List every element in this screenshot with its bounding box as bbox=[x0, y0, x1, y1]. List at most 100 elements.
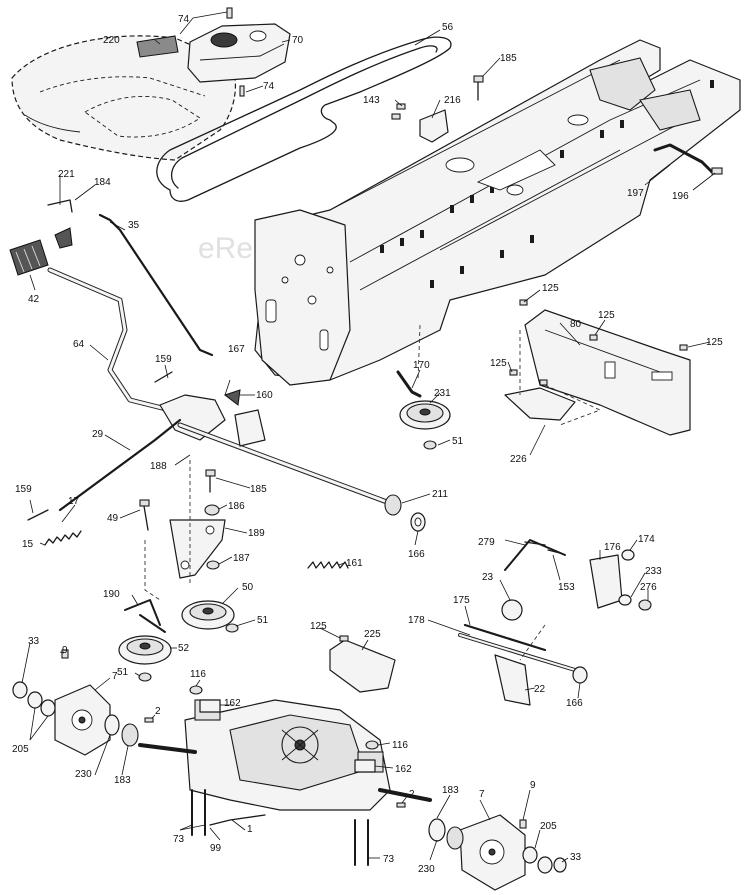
callout-216: 216 bbox=[444, 95, 461, 106]
spacer-186-part bbox=[204, 504, 220, 516]
hub-7a-part bbox=[54, 684, 111, 756]
callout-143: 143 bbox=[363, 95, 380, 106]
callout-190: 190 bbox=[103, 589, 120, 600]
callout-153: 153 bbox=[558, 582, 575, 593]
callout-64: 64 bbox=[73, 339, 85, 350]
callout-7: 7 bbox=[479, 789, 485, 800]
transaxle-part bbox=[138, 699, 432, 811]
shaft-175-part bbox=[463, 623, 547, 652]
callout-125: 125 bbox=[598, 310, 615, 321]
rod-279-part bbox=[504, 539, 566, 571]
cross-shaft-188-part bbox=[177, 409, 398, 508]
lever-197-part bbox=[653, 143, 714, 174]
key-2b-part bbox=[396, 802, 406, 808]
callout-205: 205 bbox=[12, 744, 29, 755]
callout-80: 80 bbox=[570, 319, 582, 330]
rod-35-part bbox=[98, 213, 214, 357]
callout-2: 2 bbox=[409, 789, 415, 800]
callout-185: 185 bbox=[500, 53, 517, 64]
callout-56: 56 bbox=[442, 22, 454, 33]
knob-184-part bbox=[54, 227, 73, 249]
callout-226: 226 bbox=[510, 454, 527, 465]
grip-42-part bbox=[9, 239, 49, 276]
pedal-167-part bbox=[159, 394, 226, 441]
bolt-9a-part bbox=[61, 649, 69, 659]
callout-35: 35 bbox=[128, 220, 140, 231]
clip-221-part bbox=[47, 199, 73, 213]
bushing-116b-part bbox=[365, 740, 379, 750]
main-frame-part bbox=[254, 39, 741, 386]
callout-167: 167 bbox=[228, 344, 245, 355]
spring-161-part bbox=[307, 561, 349, 569]
callout-162: 162 bbox=[224, 698, 241, 709]
idler-arm-170-part bbox=[396, 370, 422, 398]
callout-51: 51 bbox=[257, 615, 269, 626]
callout-125: 125 bbox=[310, 621, 327, 632]
callout-231: 231 bbox=[434, 388, 451, 399]
spacer-230a-part bbox=[104, 714, 120, 736]
washer-205a-part bbox=[27, 691, 56, 717]
decal-part bbox=[136, 35, 179, 58]
shaft-178-part bbox=[458, 633, 577, 672]
clip-153-part bbox=[524, 541, 561, 554]
callout-70: 70 bbox=[292, 35, 304, 46]
callout-15: 15 bbox=[22, 539, 34, 550]
callout-196: 196 bbox=[672, 191, 689, 202]
nut-187-part bbox=[206, 560, 220, 570]
bushing-116a-part bbox=[189, 685, 203, 695]
hub-7b-part bbox=[459, 814, 526, 891]
pin-159b-part bbox=[27, 509, 49, 521]
callout-159: 159 bbox=[15, 484, 32, 495]
callout-125: 125 bbox=[706, 337, 723, 348]
callout-125: 125 bbox=[490, 358, 507, 369]
washer-205b-part bbox=[522, 846, 553, 874]
callout-187: 187 bbox=[233, 553, 250, 564]
washer-166a-part bbox=[410, 512, 426, 532]
callout-116: 116 bbox=[190, 669, 206, 680]
callout-205: 205 bbox=[540, 821, 557, 832]
callout-175: 175 bbox=[453, 595, 470, 606]
callout-183: 183 bbox=[442, 785, 459, 796]
bearing-183b-part bbox=[446, 826, 464, 850]
pin-159a-part bbox=[154, 371, 173, 383]
console-cover-part bbox=[187, 23, 291, 83]
callout-9: 9 bbox=[530, 780, 536, 791]
hood-body-part bbox=[11, 35, 237, 161]
callout-51: 51 bbox=[452, 436, 464, 447]
idler-pulley-231-part bbox=[399, 400, 451, 430]
callout-186: 186 bbox=[228, 501, 245, 512]
bracket-22-part bbox=[494, 654, 531, 706]
pulley-52-part bbox=[118, 635, 172, 665]
callout-166: 166 bbox=[566, 698, 583, 709]
callout-116: 116 bbox=[392, 740, 408, 751]
bracket-225-part bbox=[329, 639, 396, 693]
callout-176: 176 bbox=[604, 542, 621, 553]
idler-bracket-189-part bbox=[169, 519, 226, 579]
callout-1: 1 bbox=[247, 824, 253, 835]
key-2a-part bbox=[144, 717, 154, 723]
callout-9: 9 bbox=[62, 645, 68, 656]
bolt-9b-part bbox=[519, 819, 527, 829]
bolt-49-part bbox=[139, 499, 150, 531]
washer-233-part bbox=[618, 594, 632, 606]
spacer-230b-part bbox=[428, 818, 446, 842]
callout-184: 184 bbox=[94, 177, 111, 188]
callout-74: 74 bbox=[178, 14, 190, 25]
nut-51c-part bbox=[138, 672, 152, 682]
callout-279: 279 bbox=[478, 537, 495, 548]
callout-183: 183 bbox=[114, 775, 131, 786]
callout-125: 125 bbox=[542, 283, 559, 294]
bracket-162b-part bbox=[354, 759, 376, 773]
spring-17-part bbox=[44, 530, 82, 546]
callout-42: 42 bbox=[28, 294, 40, 305]
callout-211: 211 bbox=[432, 489, 448, 500]
callout-23: 23 bbox=[482, 572, 494, 583]
callout-17: 17 bbox=[68, 496, 80, 507]
callout-22: 22 bbox=[534, 684, 546, 695]
link-29-part bbox=[58, 418, 182, 512]
callout-99: 99 bbox=[210, 843, 222, 854]
callout-33: 33 bbox=[28, 636, 40, 647]
bolt-196-part bbox=[711, 167, 723, 175]
callout-188: 188 bbox=[150, 461, 167, 472]
nut-276-part bbox=[638, 599, 652, 611]
